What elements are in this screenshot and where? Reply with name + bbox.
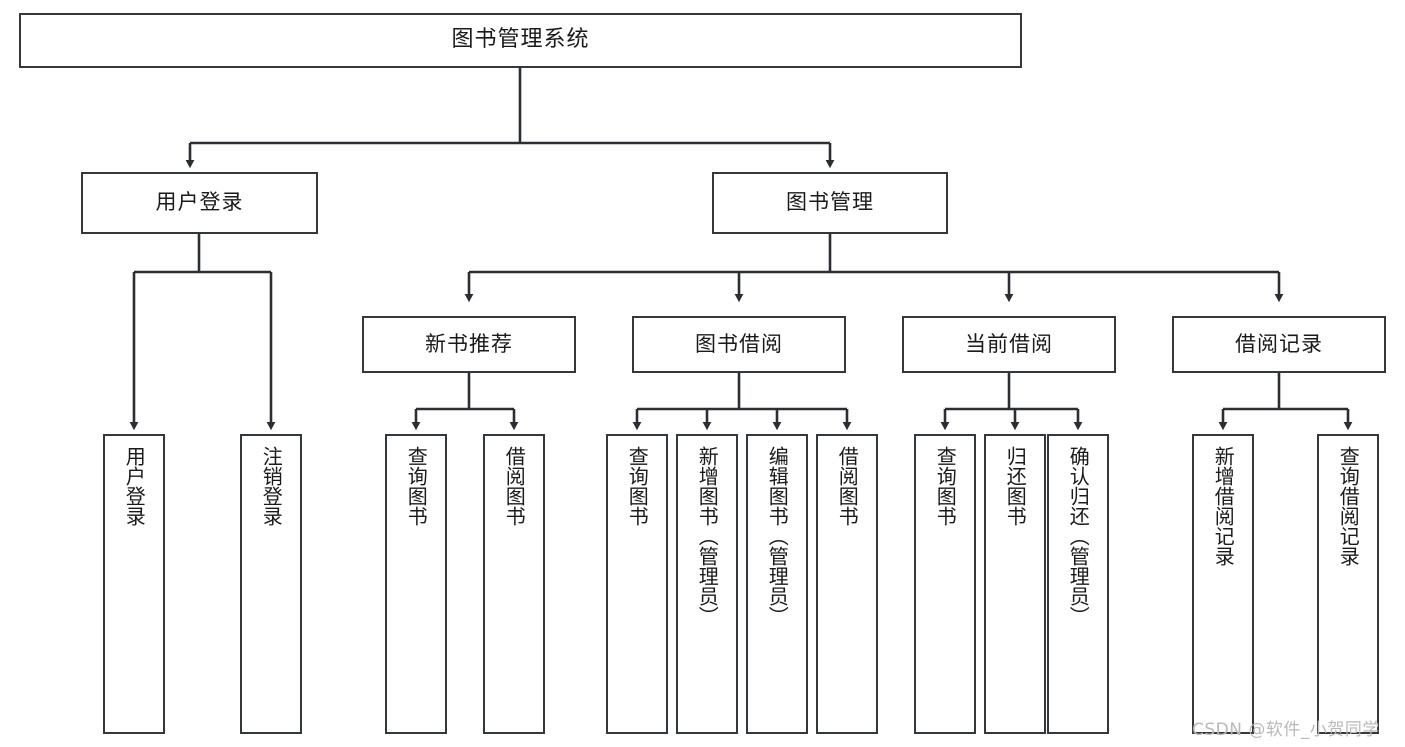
leaf-br-query-record[interactable]: 查询借阅记录 [1317,434,1379,734]
leaf-user-login[interactable]: 用户登录 [103,434,165,734]
leaf-nbr-borrow-book-label: 借阅图书 [502,446,527,526]
leaf-bb-edit-book-label: 编辑图书（管理员） [765,446,790,626]
node-book-manage-label: 图书管理 [786,190,874,215]
leaf-bb-query-book[interactable]: 查询图书 [606,434,668,734]
leaf-br-query-record-label: 查询借阅记录 [1336,446,1361,566]
node-root-label: 图书管理系统 [451,27,590,53]
watermark-text: CSDN @软件_小贺同学 [1192,720,1380,740]
leaf-nbr-borrow-book[interactable]: 借阅图书 [483,434,545,734]
leaf-bb-borrow-book-label: 借阅图书 [835,446,860,526]
node-user-login-label: 用户登录 [155,190,244,215]
node-borrow-record-label: 借阅记录 [1235,331,1323,356]
leaf-bb-add-book[interactable]: 新增图书（管理员） [676,434,738,734]
leaf-br-add-record[interactable]: 新增借阅记录 [1192,434,1254,734]
node-borrow-record[interactable]: 借阅记录 [1172,316,1386,373]
node-user-login[interactable]: 用户登录 [81,172,318,234]
leaf-br-add-record-label: 新增借阅记录 [1211,446,1236,566]
leaf-cb-query-book-label: 查询图书 [933,446,958,526]
node-book-borrow[interactable]: 图书借阅 [632,316,846,373]
node-new-book-recommend[interactable]: 新书推荐 [362,316,576,373]
leaf-bb-add-book-label: 新增图书（管理员） [695,446,720,626]
node-current-borrow[interactable]: 当前借阅 [902,316,1116,373]
leaf-cb-return-book-label: 归还图书 [1003,446,1028,526]
leaf-nbr-query-book-label: 查询图书 [404,446,429,526]
node-book-borrow-label: 图书借阅 [695,331,783,356]
leaf-cb-confirm-return-label: 确认归还（管理员） [1066,446,1091,626]
leaf-bb-borrow-book[interactable]: 借阅图书 [816,434,878,734]
node-current-borrow-label: 当前借阅 [965,331,1053,356]
leaf-cb-return-book[interactable]: 归还图书 [984,434,1046,734]
node-new-book-recommend-label: 新书推荐 [425,331,513,356]
node-book-manage[interactable]: 图书管理 [712,172,948,234]
leaf-logout-label: 注销登录 [259,446,284,526]
leaf-nbr-query-book[interactable]: 查询图书 [385,434,447,734]
leaf-logout[interactable]: 注销登录 [240,434,302,734]
leaf-bb-query-book-label: 查询图书 [625,446,650,526]
leaf-cb-confirm-return[interactable]: 确认归还（管理员） [1047,434,1109,734]
leaf-user-login-label: 用户登录 [122,446,147,526]
leaf-bb-edit-book[interactable]: 编辑图书（管理员） [746,434,808,734]
leaf-cb-query-book[interactable]: 查询图书 [914,434,976,734]
node-root[interactable]: 图书管理系统 [19,13,1022,68]
